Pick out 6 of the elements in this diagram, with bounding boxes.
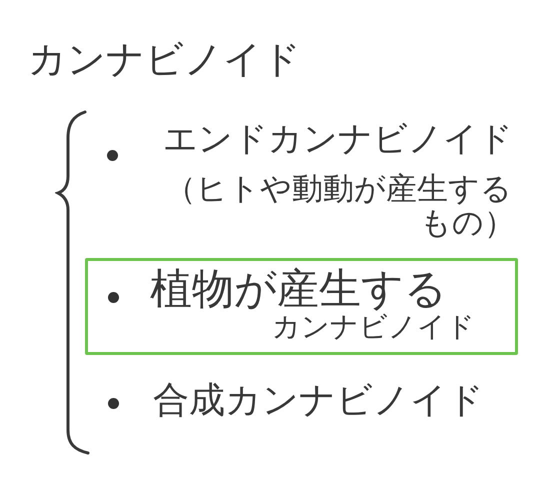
list-item-text: 合成カンナビノイド bbox=[153, 380, 484, 422]
heading: カンナビノイド bbox=[28, 38, 301, 82]
item-text: 植物が産生するカンナビノイド bbox=[150, 266, 475, 343]
highlight-box bbox=[85, 258, 518, 355]
note-text: （ヒトや動動が産生するもの） bbox=[165, 172, 515, 240]
list-item-text: エンドカンナビノイド bbox=[163, 120, 513, 160]
